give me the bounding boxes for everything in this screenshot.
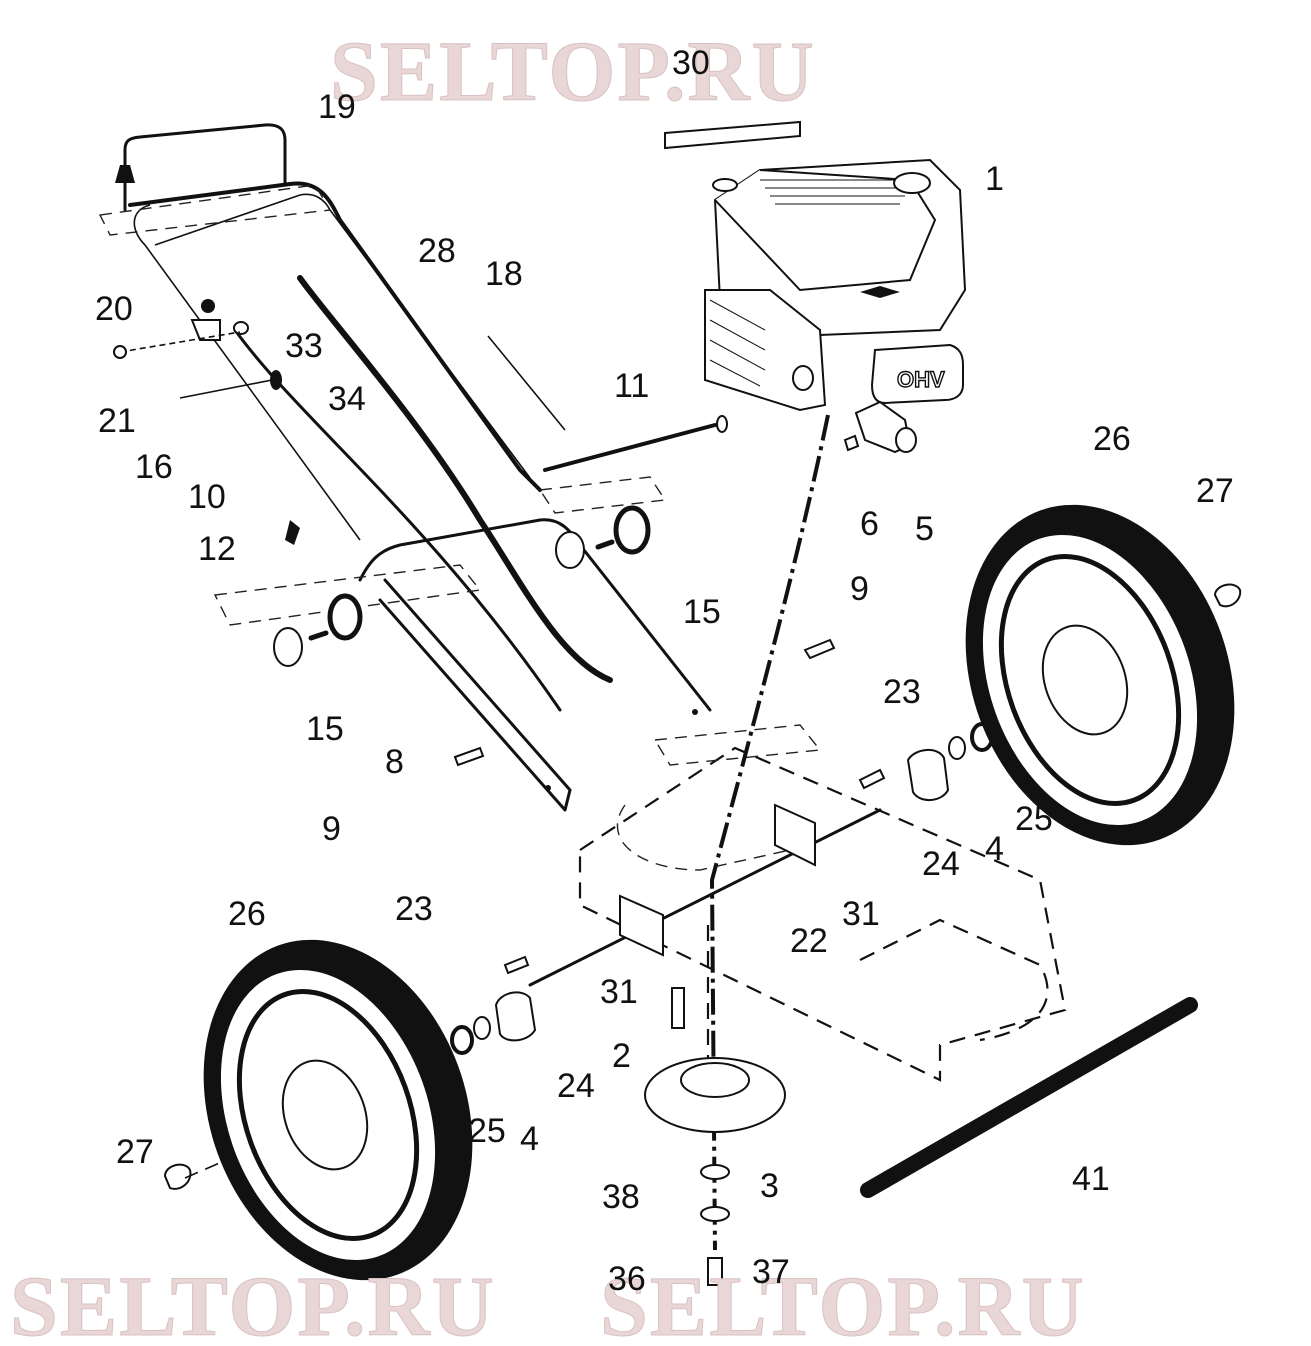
callout-38: 38	[602, 1178, 640, 1216]
bail	[115, 123, 287, 212]
muffler-guard	[843, 400, 917, 454]
callout-6: 6	[860, 505, 879, 543]
callout-23-right: 23	[883, 673, 921, 711]
callout-24-left: 24	[557, 1067, 595, 1105]
bracket-left	[619, 894, 664, 957]
callout-15-right: 15	[683, 593, 721, 631]
callout-41: 41	[1072, 1160, 1110, 1198]
callout-19: 19	[318, 88, 356, 126]
callout-36: 36	[608, 1260, 646, 1298]
upper-handle	[128, 181, 613, 712]
right-axle-hardware	[803, 583, 1242, 801]
callout-24-right: 24	[922, 845, 960, 883]
callout-31-left: 31	[600, 973, 638, 1011]
engine-badge-text: OHV	[897, 367, 945, 392]
callout-5: 5	[915, 510, 934, 548]
cable-tie	[487, 335, 566, 431]
centre-line	[709, 414, 830, 1251]
callout-34: 34	[328, 380, 366, 418]
callout-11: 11	[614, 367, 649, 405]
pulley-hardware	[700, 1164, 730, 1286]
callout-16: 16	[135, 448, 173, 486]
rod	[543, 415, 728, 472]
callout-8: 8	[385, 743, 404, 781]
callout-9-right: 9	[850, 570, 869, 608]
callout-25-left: 25	[468, 1112, 506, 1150]
callout-27-left: 27	[116, 1133, 154, 1171]
guide-planes	[98, 184, 822, 766]
callout-26-right: 26	[1093, 420, 1131, 458]
callout-9-left: 9	[322, 810, 341, 848]
callout-1: 1	[985, 160, 1004, 198]
callout-18: 18	[485, 255, 523, 293]
watermark-bottom: SELTOP.RU	[10, 1258, 496, 1346]
knob-assembly-right	[555, 505, 651, 569]
watermark-top: SELTOP.RU	[330, 23, 816, 119]
callout-31-right: 31	[842, 895, 880, 933]
bail-grip-icon	[115, 165, 135, 183]
axle	[528, 808, 882, 987]
bracket-right	[774, 803, 816, 867]
callout-22: 22	[790, 922, 828, 960]
wheel-right	[965, 504, 1235, 846]
callout-10: 10	[188, 478, 226, 516]
engine	[704, 158, 967, 412]
decal	[664, 120, 801, 150]
tube	[860, 997, 1198, 1198]
lower-handle	[358, 518, 712, 812]
watermark-middle: SELTOP.RU	[600, 1258, 1086, 1346]
callout-labels: 1 2 3 4 4 5 6 8 9 9 10 11 12 15 15 16 18…	[95, 44, 1234, 1298]
callout-37: 37	[752, 1253, 790, 1291]
callout-21: 21	[98, 402, 136, 440]
callout-12: 12	[198, 530, 236, 568]
callout-4-right: 4	[985, 830, 1004, 868]
callout-4-left: 4	[520, 1120, 539, 1158]
callout-26-left: 26	[228, 895, 266, 933]
callout-28: 28	[418, 232, 456, 270]
callout-27-right: 27	[1196, 472, 1234, 510]
knob-assembly-left	[273, 593, 363, 667]
callout-23-left: 23	[395, 890, 433, 928]
callout-33: 33	[285, 327, 323, 365]
callout-2: 2	[612, 1037, 631, 1075]
callout-3: 3	[760, 1167, 779, 1205]
callout-15-left: 15	[306, 710, 344, 748]
handle-hardware	[113, 299, 300, 545]
pulley	[644, 1057, 786, 1133]
callout-25-right: 25	[1015, 800, 1053, 838]
callout-20: 20	[95, 290, 133, 328]
wheel-left	[203, 939, 473, 1281]
callout-30: 30	[672, 44, 710, 82]
watermarks: SELTOP.RU SELTOP.RU SELTOP.RU	[10, 23, 1086, 1346]
